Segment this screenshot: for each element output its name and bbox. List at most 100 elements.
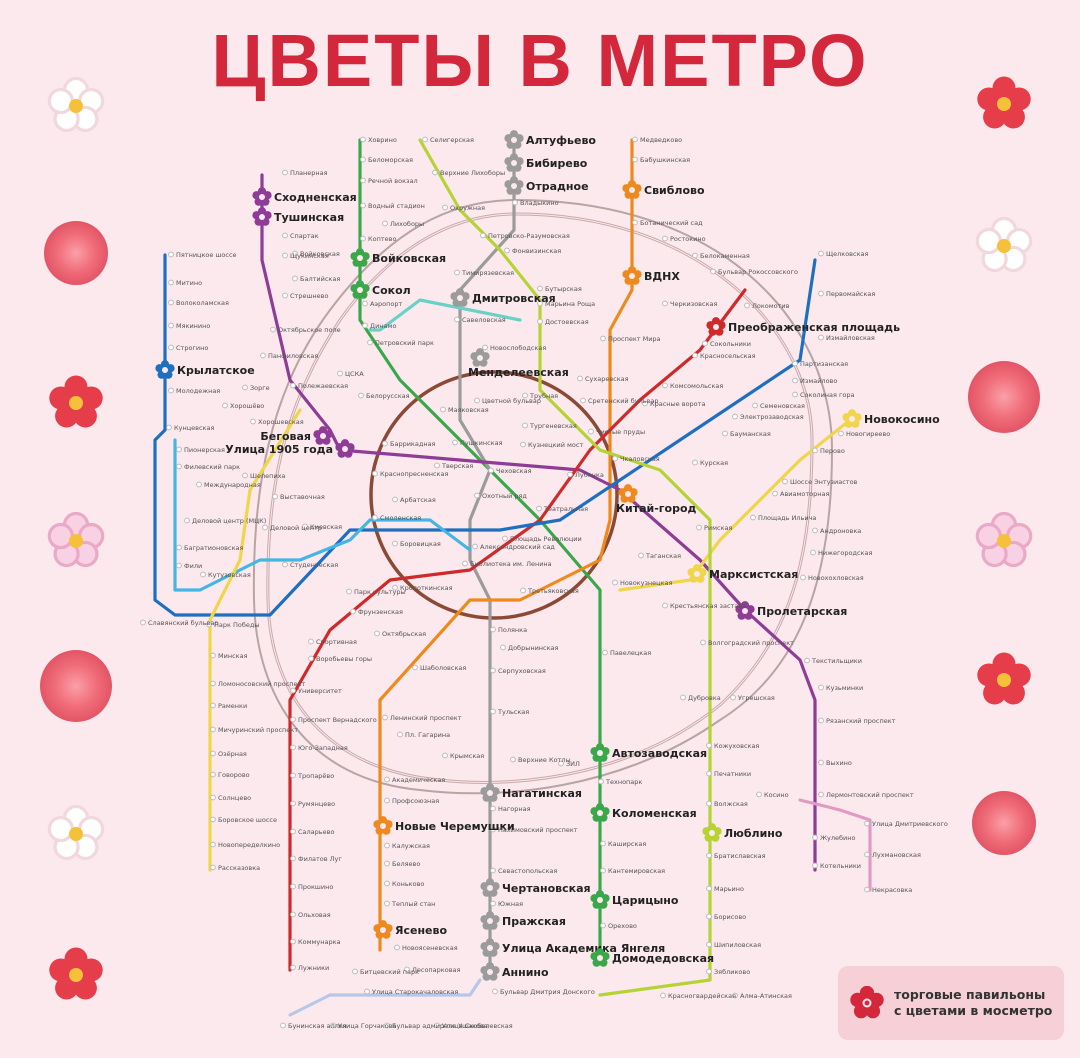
station-label: Бауманская (730, 430, 771, 438)
station-dot (382, 440, 388, 447)
station-label: Красногвардейская (668, 992, 736, 1000)
station-dot (206, 621, 212, 628)
station-label: Панфиловская (268, 352, 318, 360)
station-label: Раменки (218, 702, 247, 710)
station-label: Перово (820, 447, 845, 455)
station-label: Медведково (640, 136, 682, 144)
station-dot (168, 299, 174, 306)
flower-station-15: Новокосино (842, 409, 940, 428)
station-dot (818, 717, 824, 724)
station-label: Улица Горчакова (338, 1022, 396, 1030)
station-label: Кропоткинская (400, 584, 453, 592)
station-label: Зорге (250, 384, 270, 392)
station-dot (706, 770, 712, 777)
station-label: Новоясеневская (402, 944, 458, 952)
station-label: Новослободская (490, 344, 546, 352)
station-label: Партизанская (800, 360, 848, 368)
station-dot (818, 290, 824, 297)
station-dot (662, 235, 668, 242)
station-dot (280, 1022, 286, 1029)
line-blue (153, 253, 817, 617)
station-label: Фонвизинская (512, 247, 561, 255)
station-label: Сретенский бульвар (588, 397, 659, 405)
station-dot (454, 269, 460, 276)
station-dot (537, 285, 543, 292)
station-dot (290, 883, 296, 890)
gerbera-icon (49, 375, 103, 428)
flower-station-1: Бибирево (504, 153, 588, 172)
flower-station-7: Войковская (350, 248, 446, 267)
station-dot (472, 543, 478, 550)
station-dot (290, 382, 296, 389)
flower-station-3: Свиблово (622, 180, 705, 199)
station-dot (632, 156, 638, 163)
station-label: Говорово (218, 771, 250, 779)
station-dot (452, 439, 458, 446)
station-label: Студенческая (290, 561, 338, 569)
station-dot (660, 992, 666, 999)
station-dot (864, 886, 870, 893)
station-dot (804, 657, 810, 664)
flower-station-10: Менделеевская (468, 348, 569, 379)
station-dot (510, 756, 516, 763)
station-label: Митино (176, 279, 202, 287)
flower-station-13: Беговая (260, 426, 333, 445)
station-label: Добрынинская (508, 644, 559, 652)
station-label: Минская (218, 652, 248, 660)
station-label: Достоевская (545, 318, 589, 326)
station-dot (522, 392, 528, 399)
station-dot (270, 326, 276, 333)
station-dot (282, 232, 288, 239)
station-dot (384, 797, 390, 804)
station-label: Технопарк (605, 778, 642, 786)
station-label: Пл. Гагарина (405, 731, 450, 739)
station-label: Петровский парк (375, 339, 434, 347)
station-label: Авиамоторная (780, 490, 829, 498)
station-label: Выхино (826, 759, 852, 767)
page-title: ЦВЕТЫ В МЕТРО (211, 19, 869, 102)
station-dot (474, 492, 480, 499)
station-dot (700, 639, 706, 646)
station-dot (168, 344, 174, 351)
rose-icon (40, 650, 112, 722)
station-label: Римская (704, 524, 733, 532)
station-label: Деловой центр (270, 524, 322, 532)
station-dot (567, 471, 573, 478)
station-label: Ховрино (368, 136, 397, 144)
station-dot (290, 800, 296, 807)
flower-station-22: Новые Черемушки (373, 816, 515, 835)
station-label: Щукинская (290, 252, 329, 260)
station-label: Славянский бульвар (148, 619, 218, 627)
flower-station-30: Аннино (480, 962, 549, 981)
flower-station-label: ВДНХ (644, 270, 680, 283)
station-dot (290, 911, 296, 918)
station-label: Лермонтовский проспект (826, 791, 914, 799)
line-pink (798, 798, 872, 892)
station-label: Окружная (450, 204, 485, 212)
legend: торговые павильоны с цветами в мосметро (838, 966, 1064, 1040)
flower-station-19: Автозаводская (590, 743, 707, 762)
decor-flowers (40, 76, 1040, 1000)
station-dot (730, 694, 736, 701)
flower-station-0: Алтуфьево (504, 130, 596, 149)
station-dot (210, 841, 216, 848)
flower-station-label: Свиблово (644, 184, 705, 197)
station-dot (706, 885, 712, 892)
station-dot (588, 428, 594, 435)
station-dot (168, 322, 174, 329)
station-dot (750, 514, 756, 521)
legend-line-2: с цветами в мосметро (894, 1003, 1053, 1018)
station-dot (434, 462, 440, 469)
flower-station-label: Сокол (372, 284, 411, 297)
flower-station-label: Тушинская (274, 211, 344, 224)
station-dot (522, 422, 528, 429)
station-label: Полежаевская (298, 382, 348, 390)
station-dot (710, 268, 716, 275)
gerbera-icon (977, 76, 1031, 129)
station-dot (290, 964, 296, 971)
flower-station-6: Тушинская (252, 207, 344, 226)
station-label: Кузьминки (826, 684, 863, 692)
station-dot (184, 517, 190, 524)
station-dot (732, 992, 738, 999)
